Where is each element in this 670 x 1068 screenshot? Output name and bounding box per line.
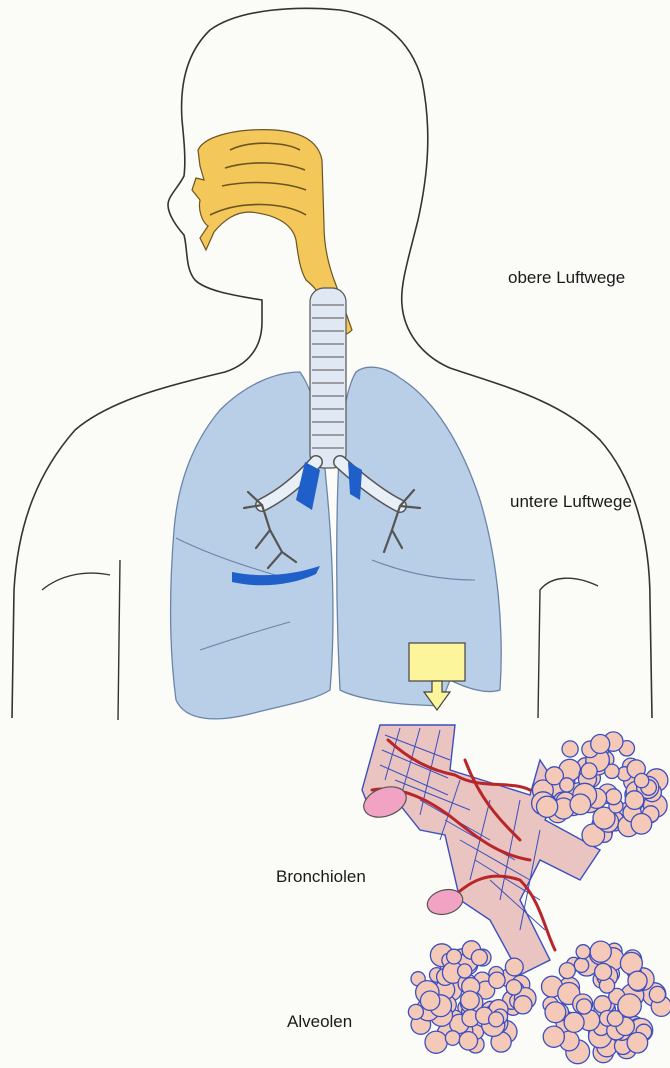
alveolus	[649, 986, 665, 1002]
left-arm-line	[42, 573, 110, 590]
alveolus	[420, 991, 439, 1010]
alveolus	[618, 994, 641, 1017]
alveolus	[559, 963, 575, 979]
alveolus	[506, 980, 521, 995]
alveolus	[628, 971, 647, 990]
lower-airways-label: untere Luftwege	[510, 492, 632, 512]
alveoli-cluster-right	[542, 941, 670, 1064]
alveolus	[560, 778, 574, 792]
alveolus	[570, 794, 591, 815]
alveolus	[505, 958, 523, 976]
alveolus	[562, 741, 578, 757]
alveolus	[471, 950, 487, 966]
trachea	[310, 288, 346, 468]
alveolus	[461, 991, 480, 1010]
alveolus	[445, 1031, 460, 1046]
alveolus	[634, 773, 648, 787]
alveolus	[625, 791, 644, 810]
alveolus	[408, 1004, 423, 1019]
right-arm-line	[538, 578, 598, 718]
alveolus	[543, 1026, 564, 1047]
alveolus	[627, 1032, 648, 1053]
alveolus	[591, 735, 610, 754]
alveolus	[537, 796, 558, 817]
upper-airways-label: obere Luftwege	[508, 268, 625, 288]
alveolus	[606, 789, 622, 805]
alveolus	[564, 1012, 584, 1032]
alveolus	[459, 1032, 477, 1050]
alveolus	[577, 999, 592, 1014]
alveolus	[425, 1031, 447, 1053]
alveolus	[590, 941, 611, 962]
bronchioles-label: Bronchiolen	[276, 867, 366, 887]
alveolus	[489, 1012, 504, 1027]
callout-box	[409, 643, 465, 681]
alveolus	[489, 972, 505, 988]
alveolus	[447, 949, 462, 964]
alveolus	[581, 763, 597, 779]
alveolus	[545, 1002, 566, 1023]
alveolus	[595, 963, 612, 980]
right-lung	[171, 372, 333, 719]
alveolus	[514, 996, 532, 1014]
alveolus	[574, 958, 588, 972]
alveolus	[458, 964, 472, 978]
alveolus	[576, 945, 590, 959]
alveoli-label: Alveolen	[287, 1012, 352, 1032]
left-armpit-line	[118, 560, 120, 720]
alveolus	[631, 814, 652, 835]
